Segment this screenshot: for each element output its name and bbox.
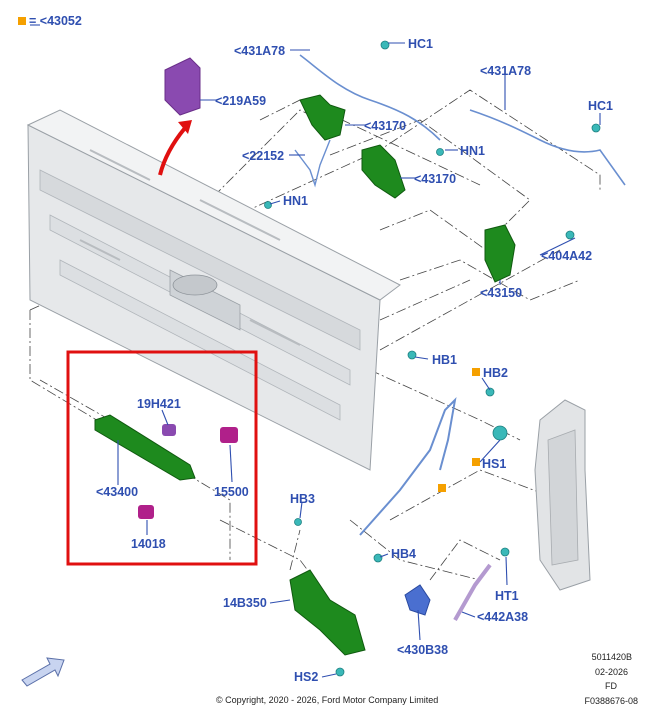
- footer-code3: FD: [605, 681, 617, 691]
- fasteners: [264, 40, 601, 677]
- side-bracket: [534, 399, 591, 591]
- label-cable-right: <431A78: [480, 64, 531, 78]
- label-hb4: HB4: [391, 547, 416, 561]
- label-442a38: <442A38: [477, 610, 528, 624]
- label-hs2: HS2: [294, 670, 318, 684]
- legend-marker-cable: [438, 484, 446, 492]
- fastener-hb1: [407, 350, 417, 360]
- fastener-hc1-top: [380, 40, 390, 50]
- fastener-hn1-mid: [436, 148, 444, 156]
- footer-code2: 02-2026: [595, 667, 628, 677]
- tailgate-panel: [26, 109, 401, 471]
- label-hn1-mid: HN1: [460, 144, 485, 158]
- red-arrow-head: [178, 120, 192, 134]
- fastener-hs1: [492, 425, 508, 441]
- cable-442a38: [453, 563, 492, 621]
- part-14018: [138, 505, 154, 519]
- label-hc1-right: HC1: [588, 99, 613, 113]
- label-ht1: HT1: [495, 589, 519, 603]
- label-latch-43170-a: <43170: [364, 119, 406, 133]
- fastener-hb4: [373, 553, 383, 563]
- label-19h421: 19H421: [137, 397, 181, 411]
- label-hc1-top: HC1: [408, 37, 433, 51]
- red-arrow: [158, 126, 187, 176]
- label-latch-43170-b: <43170: [414, 172, 456, 186]
- cable-431a78-right: [469, 109, 626, 186]
- cable-431a78-top: [299, 54, 441, 141]
- part-19h421: [162, 424, 176, 436]
- bracket-219a59: [164, 57, 201, 116]
- orientation-arrow-icon: [21, 657, 65, 687]
- legend-marker: [18, 17, 26, 25]
- label-14b350: 14B350: [223, 596, 267, 610]
- fastener-ht1: [500, 547, 510, 557]
- legend-text: = <43052: [29, 14, 82, 28]
- fastener-hs2: [335, 667, 345, 677]
- rod-22152: [294, 139, 331, 188]
- label-latch-43150: <43150: [480, 286, 522, 300]
- fastener-hc1-right: [591, 123, 601, 133]
- legend-marker-hs1: [472, 458, 480, 466]
- label-bracket-404: <404A42: [541, 249, 592, 263]
- label-430b38: <430B38: [397, 643, 448, 657]
- fastener-hb2: [485, 387, 495, 397]
- label-15500: 15500: [214, 485, 249, 499]
- highlight-box: [66, 350, 258, 566]
- fastener-hn1-left: [264, 201, 272, 209]
- label-14018: 14018: [131, 537, 166, 551]
- latch-43170-b: [361, 144, 406, 199]
- cable-hb1: [359, 397, 457, 536]
- label-cable-top: <431A78: [234, 44, 285, 58]
- part-430b38: [404, 584, 431, 616]
- legend-marker-hb2: [472, 368, 480, 376]
- label-rod-22152: <22152: [242, 149, 284, 163]
- part-15500: [220, 427, 238, 443]
- harness-14b350: [289, 569, 366, 656]
- label-43400: <43400: [96, 485, 138, 499]
- label-hn1-left: HN1: [283, 194, 308, 208]
- label-bracket-219: <219A59: [215, 94, 266, 108]
- label-hb2: HB2: [483, 366, 508, 380]
- footer-code4: F0388676-08: [584, 696, 638, 706]
- label-hb3: HB3: [290, 492, 315, 506]
- leader-lines: [30, 24, 601, 678]
- latch-43150: [484, 224, 516, 283]
- label-hb1: HB1: [432, 353, 457, 367]
- label-hs1: HS1: [482, 457, 506, 471]
- part-labels: <431A78 HC1 <431A78 HC1 <219A59 <43170 <…: [96, 37, 613, 684]
- fastener-404a42: [565, 230, 575, 240]
- footer-code1: 5011420B: [592, 652, 632, 662]
- footer-copyright: © Copyright, 2020 - 2026, Ford Motor Com…: [216, 695, 438, 705]
- fastener-hb3: [294, 518, 302, 526]
- handle-43400: [94, 414, 196, 481]
- latch-43170-a: [299, 94, 346, 141]
